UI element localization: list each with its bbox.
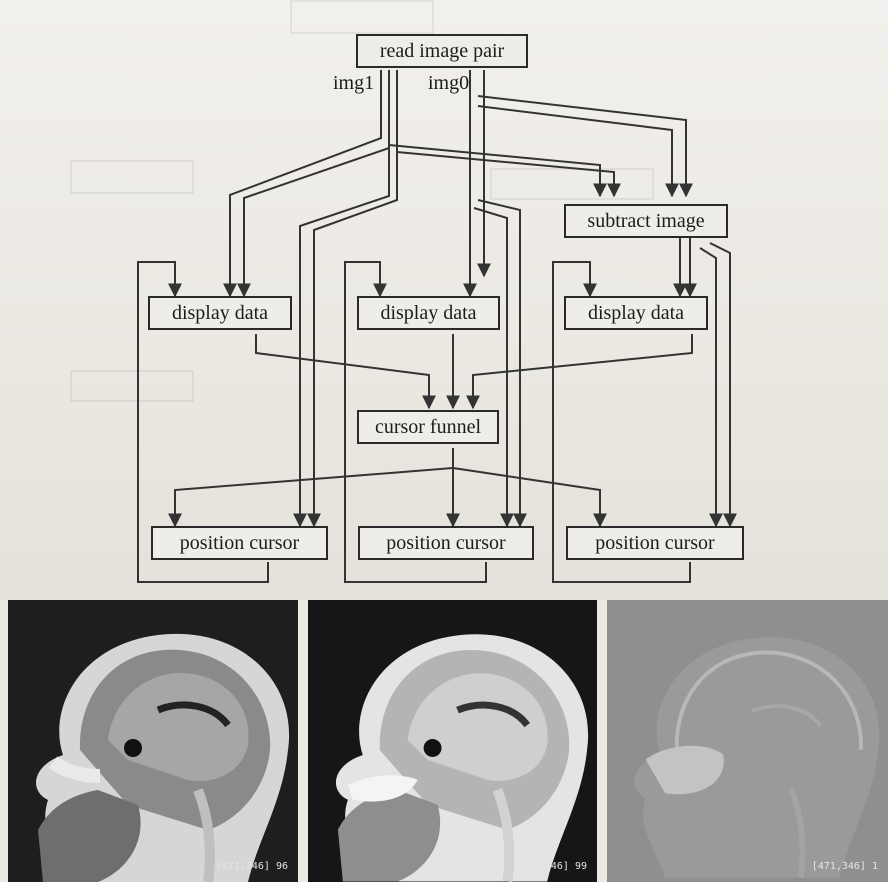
node-read-image-pair[interactable]: read image pair: [356, 34, 528, 68]
wire-img0-subtract: [478, 106, 672, 196]
node-position-cursor-right[interactable]: position cursor: [566, 526, 744, 560]
diagram-area: read image pair img1 img0 subtract image…: [0, 0, 888, 600]
pixel-readout: [471,346] 99: [515, 861, 587, 872]
port-img0-label: img0: [428, 72, 469, 95]
node-subtract-image[interactable]: subtract image: [564, 204, 728, 238]
node-display-data-left[interactable]: display data: [148, 296, 292, 330]
mri-panel-middle[interactable]: [471,346] 99: [308, 600, 597, 882]
port-img1-label: img1: [333, 72, 374, 95]
wire-img0-position-mid: [474, 208, 507, 526]
node-display-data-right[interactable]: display data: [564, 296, 708, 330]
mri-panel-right[interactable]: [471,346] 1: [607, 600, 888, 882]
wire-subtract-position-right: [700, 248, 716, 526]
wire-display-right-funnel: [473, 334, 692, 408]
wire-subtract-position-right: [710, 243, 730, 526]
wire-funnel-position-right: [453, 468, 600, 526]
pixel-readout: [471,346] 1: [812, 861, 878, 872]
mri-panel-left[interactable]: [471,346] 96: [8, 600, 298, 882]
mri-difference-image: [607, 600, 888, 882]
wire-display-left-funnel: [256, 334, 429, 408]
mri-sagittal-image: [8, 600, 298, 882]
wire-img1-subtract: [397, 152, 614, 196]
node-position-cursor-middle[interactable]: position cursor: [358, 526, 534, 560]
wire-img1-subtract: [389, 145, 600, 196]
mri-sagittal-image: [308, 600, 597, 882]
node-position-cursor-left[interactable]: position cursor: [151, 526, 328, 560]
wire-img0-subtract: [478, 96, 686, 196]
node-display-data-middle[interactable]: display data: [357, 296, 500, 330]
pixel-readout: [471,346] 96: [216, 861, 288, 872]
node-cursor-funnel[interactable]: cursor funnel: [357, 410, 499, 444]
